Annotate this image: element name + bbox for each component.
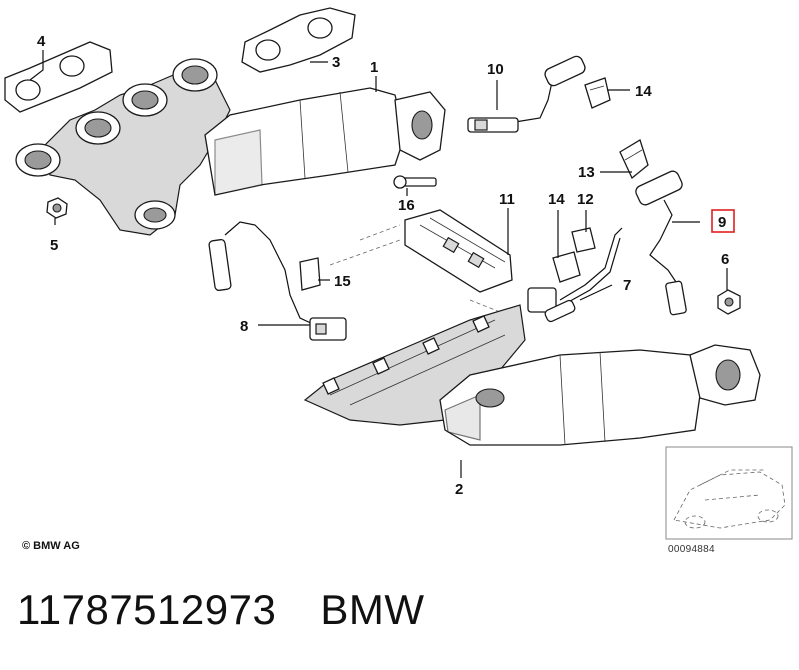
copyright-notice: © BMW AG [22,540,80,552]
bracket-11 [404,209,513,293]
manifold-gasket-4 [4,41,113,113]
clip-15 [299,257,321,291]
oxygen-sensor-9 [635,170,687,316]
stud-16 [393,175,437,189]
car-locator-thumbnail [665,446,793,540]
nut-6 [717,289,741,315]
callout-10: 10 [487,61,504,78]
callout-11: 11 [499,191,515,208]
leader-lines [29,50,728,478]
callout-numbers: 1 2 3 4 5 6 7 8 9 10 11 12 13 14 14 15 1… [37,33,735,498]
callout-15: 15 [334,273,351,290]
callout-6: 6 [721,251,729,268]
callout-1: 1 [370,59,378,76]
callout-9: 9 [718,214,726,231]
nut-5 [46,197,68,219]
clip-14-lower [552,251,581,283]
callout-9-highlight-box [711,209,735,233]
callout-2: 2 [455,481,463,498]
exhaust-manifold-upper [15,58,446,236]
wire-loom-7 [527,227,623,323]
callout-8: 8 [240,318,248,335]
manifold-gasket-3 [241,7,356,73]
callout-5: 5 [50,237,58,254]
clip-14-upper [584,77,611,109]
callout-3: 3 [332,54,340,71]
callout-14-upper: 14 [635,83,652,100]
oxygen-sensor-8 [208,221,347,341]
oxygen-sensor-10 [467,55,586,133]
callout-13: 13 [578,164,595,181]
callout-16: 16 [398,197,415,214]
part-caption: 11787512973 BMW [17,586,424,634]
clip-12 [571,227,596,253]
callout-7: 7 [623,277,631,294]
clamp-13 [619,139,649,180]
callout-14-lower: 14 [548,191,565,208]
callout-4: 4 [37,33,46,50]
exhaust-manifold-lower [303,304,761,446]
callout-12: 12 [577,191,594,208]
brand-name: BMW [320,586,425,633]
document-number: 00094884 [668,544,715,555]
part-number: 11787512973 [17,586,277,633]
